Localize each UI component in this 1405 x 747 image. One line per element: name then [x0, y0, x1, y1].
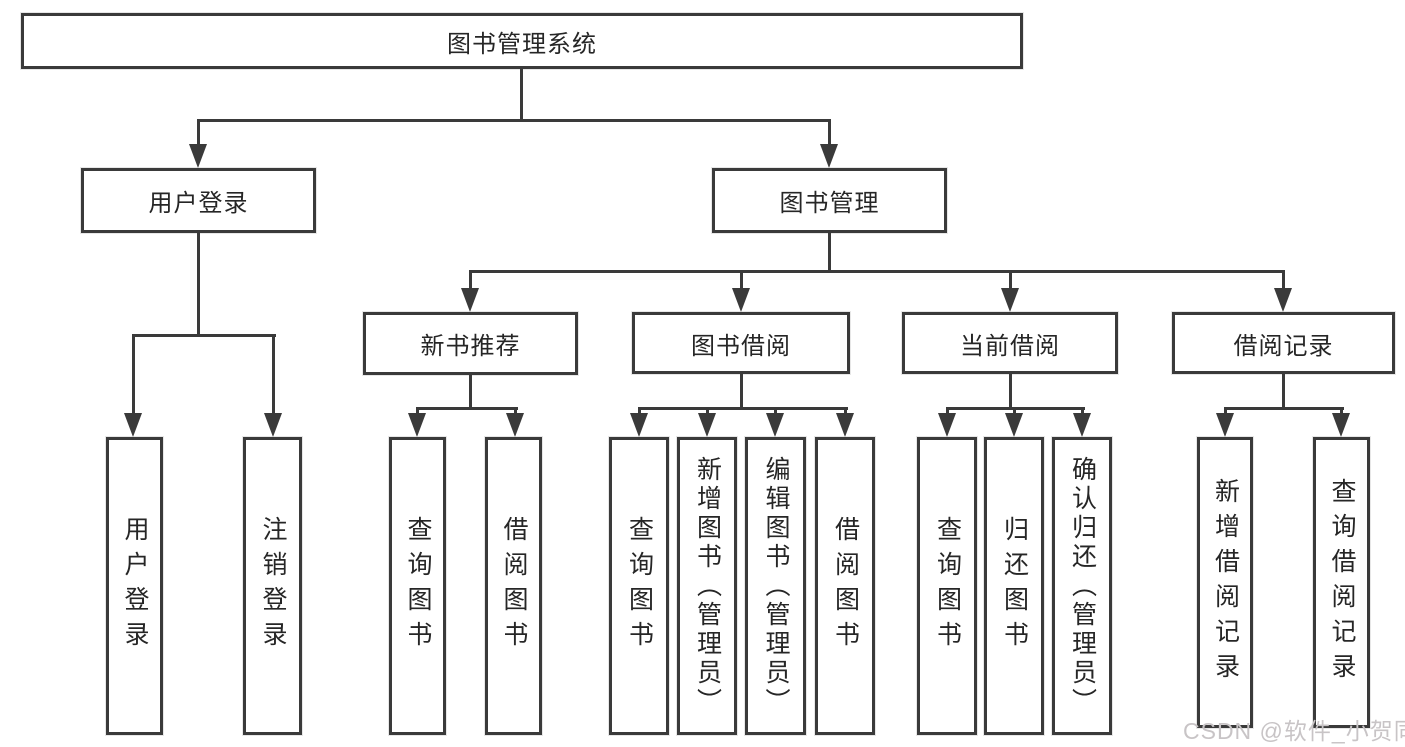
connector-line [828, 120, 831, 146]
connector-line [1224, 408, 1227, 416]
node-current-confirm-return-admin: 确认归还（管理员） [1052, 437, 1112, 735]
connector-line [469, 271, 472, 288]
connector-line [416, 407, 518, 410]
arrowhead-down-icon [938, 413, 956, 437]
node-current-query-books-label: 查询图书 [933, 516, 962, 656]
arrowhead-down-icon [1274, 288, 1292, 312]
connector-line [1282, 374, 1285, 409]
arrowhead-down-icon [630, 413, 648, 437]
node-new-book-recommend: 新书推荐 [363, 312, 578, 375]
node-book-borrow: 图书借阅 [632, 312, 850, 374]
connector-line [828, 233, 831, 271]
connector-line [132, 334, 276, 337]
node-recommend-query-books: 查询图书 [389, 437, 446, 735]
node-user-login-label: 用户登录 [148, 190, 249, 217]
connector-line [197, 233, 200, 335]
connector-line [740, 271, 743, 288]
arrowhead-down-icon [732, 288, 750, 312]
node-root-label: 图书管理系统 [447, 30, 597, 58]
node-recommend-borrow-books-label: 借阅图书 [500, 516, 528, 656]
arrowhead-down-icon [1005, 413, 1023, 437]
connector-line [1013, 408, 1016, 416]
connector-line [638, 407, 848, 410]
node-current-borrow-label: 当前借阅 [960, 332, 1060, 360]
node-current-query-books: 查询图书 [917, 437, 977, 735]
connector-line [740, 374, 743, 409]
connector-line [1009, 271, 1012, 288]
node-borrow-query-books-label: 查询图书 [625, 516, 654, 656]
node-borrow-add-books-admin-label: 新增图书（管理员） [693, 455, 722, 717]
connector-line [469, 270, 1285, 273]
arrowhead-down-icon [506, 413, 524, 437]
node-root: 图书管理系统 [21, 13, 1023, 69]
arrowhead-down-icon [836, 413, 854, 437]
node-user-login-leaf: 用户登录 [106, 437, 163, 735]
node-record-add-borrow-record: 新增借阅记录 [1197, 437, 1253, 728]
node-logout-leaf-label: 注销登录 [259, 516, 287, 656]
node-borrow-borrow-books-label: 借阅图书 [831, 516, 860, 656]
connector-line [1340, 408, 1343, 416]
connector-line [132, 335, 135, 415]
node-book-borrow-label: 图书借阅 [691, 332, 791, 360]
node-borrow-add-books-admin: 新增图书（管理员） [677, 437, 737, 735]
arrowhead-down-icon [264, 413, 282, 437]
connector-line [272, 335, 275, 415]
connector-line [1224, 407, 1344, 410]
connector-line [1282, 271, 1285, 288]
connector-line [1081, 408, 1084, 416]
node-user-login: 用户登录 [81, 168, 316, 233]
node-recommend-query-books-label: 查询图书 [404, 516, 432, 656]
node-record-add-borrow-record-label: 新增借阅记录 [1211, 477, 1240, 688]
connector-line [469, 375, 472, 409]
node-record-query-borrow-record-label: 查询借阅记录 [1328, 477, 1356, 688]
arrowhead-down-icon [124, 413, 142, 437]
node-borrow-query-books: 查询图书 [609, 437, 669, 735]
node-new-book-recommend-label: 新书推荐 [420, 333, 521, 360]
connector-line [520, 69, 523, 120]
connector-line [844, 408, 847, 416]
arrowhead-down-icon [1216, 413, 1234, 437]
node-borrow-record: 借阅记录 [1172, 312, 1395, 374]
node-borrow-edit-books-admin-label: 编辑图书（管理员） [762, 455, 790, 717]
connector-line [416, 408, 419, 416]
arrowhead-down-icon [189, 144, 207, 168]
node-user-login-leaf-label: 用户登录 [121, 516, 149, 656]
connector-line [197, 120, 200, 146]
arrowhead-down-icon [408, 413, 426, 437]
watermark: CSDN @软件_小贺同学 [1183, 718, 1405, 744]
node-recommend-borrow-books: 借阅图书 [485, 437, 542, 735]
arrowhead-down-icon [1073, 413, 1091, 437]
node-book-mgmt: 图书管理 [712, 168, 947, 233]
node-book-mgmt-label: 图书管理 [779, 190, 880, 217]
arrowhead-down-icon [698, 413, 716, 437]
node-logout-leaf: 注销登录 [243, 437, 302, 735]
node-current-borrow: 当前借阅 [902, 312, 1118, 374]
node-record-query-borrow-record: 查询借阅记录 [1313, 437, 1370, 728]
node-borrow-record-label: 借阅记录 [1233, 332, 1334, 360]
arrowhead-down-icon [1001, 288, 1019, 312]
connector-line [946, 408, 949, 416]
node-borrow-edit-books-admin: 编辑图书（管理员） [745, 437, 806, 735]
connector-line [1009, 374, 1012, 409]
connector-line [197, 119, 831, 122]
connector-line [638, 408, 641, 416]
connector-line [514, 408, 517, 416]
node-borrow-borrow-books: 借阅图书 [815, 437, 875, 735]
node-current-confirm-return-admin-label: 确认归还（管理员） [1068, 455, 1097, 717]
arrowhead-down-icon [820, 144, 838, 168]
node-current-return-books-label: 归还图书 [1000, 516, 1029, 656]
arrowhead-down-icon [1332, 413, 1350, 437]
connector-line [706, 408, 709, 416]
connector-line [774, 408, 777, 416]
arrowhead-down-icon [461, 288, 479, 312]
arrowhead-down-icon [766, 413, 784, 437]
node-current-return-books: 归还图书 [984, 437, 1044, 735]
